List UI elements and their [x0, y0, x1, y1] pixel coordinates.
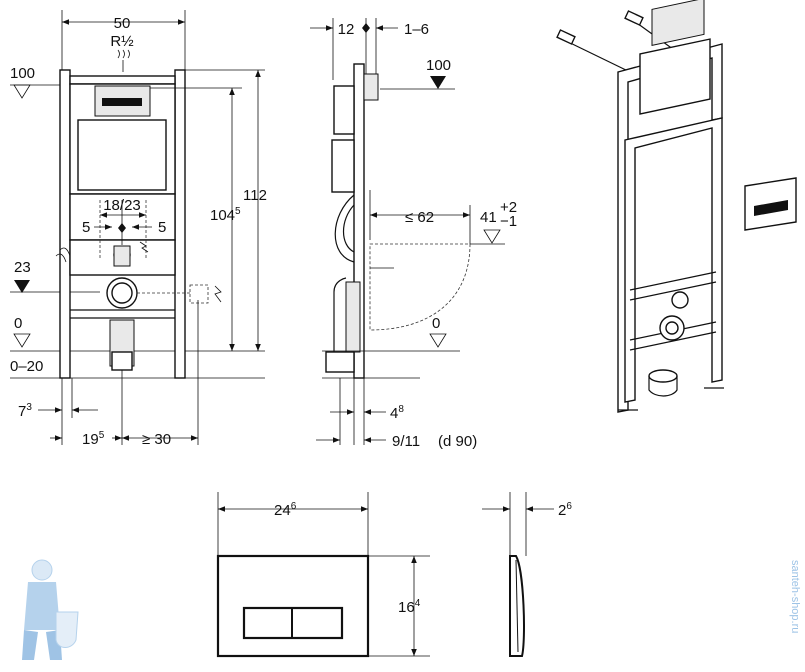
dim-side-62: ≤ 62: [405, 209, 434, 226]
dim-plate-height: 164: [398, 598, 421, 616]
isometric-view: [556, 0, 797, 413]
level-100-left: 100: [10, 65, 35, 82]
dim-plate-width: 246: [274, 501, 297, 519]
dim-thread: R½: [110, 33, 134, 50]
dim-112: 112: [243, 187, 267, 204]
level-100-side: 100: [426, 57, 451, 74]
dim-side-4-8: 48: [390, 404, 404, 422]
level-0-20: 0–20: [10, 358, 43, 375]
dim-front-width: 50: [114, 15, 131, 32]
dim-side-41: 41: [480, 209, 497, 226]
flush-plate-side: 26: [482, 492, 572, 657]
level-23: 23: [14, 259, 31, 276]
dim-side-41-plus: +2: [500, 199, 517, 216]
level-0-side: 0: [432, 315, 440, 332]
watermark: santeh-shop.ru: [789, 560, 801, 633]
dim-5-left: 5: [82, 219, 90, 236]
dim-side-1-6: 1–6: [404, 21, 429, 38]
dim-19-5: 195: [82, 430, 105, 448]
dim-side-9-11: 9/11: [392, 433, 420, 450]
level-0-left: 0: [14, 315, 22, 332]
flush-plate-front: 246 164: [216, 492, 430, 658]
dim-7-3: 73: [18, 402, 32, 420]
dim-side-d90: (d 90): [438, 433, 477, 450]
dim-side-41-minus: −1: [500, 213, 517, 230]
plumber-logo: [22, 559, 79, 660]
front-view: 50 R½ 100 23 0 0–20 18: [10, 10, 267, 448]
dim-plate-depth: 26: [558, 501, 572, 519]
dim-104: 1045: [210, 206, 241, 224]
side-view: 12 1–6 100 ≤ 62 41 +2 −1 0: [310, 18, 517, 450]
dim-side-12: 12: [338, 21, 355, 38]
dim-30: ≥ 30: [142, 431, 171, 448]
dim-5-right: 5: [158, 219, 166, 236]
